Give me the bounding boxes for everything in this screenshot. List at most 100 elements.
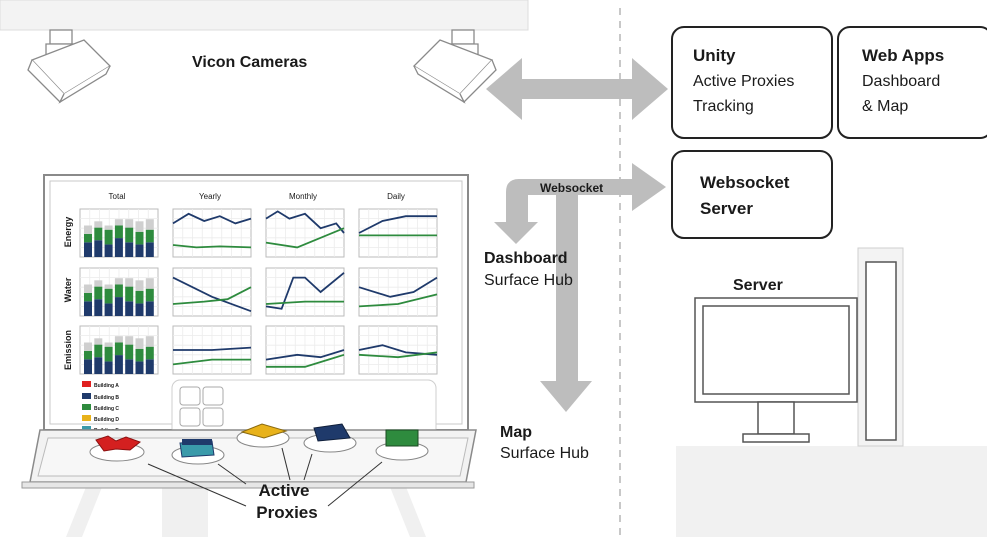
websocket-arrow-label: Websocket <box>540 181 603 195</box>
active-proxy-c <box>375 429 429 461</box>
chart-bar <box>104 342 113 347</box>
chart-bar <box>94 299 103 316</box>
vicon-cameras-label: Vicon Cameras <box>192 54 307 71</box>
chart-bar <box>135 280 144 291</box>
websocket-server-box <box>671 150 833 239</box>
chart-bar <box>114 297 123 316</box>
server-computer-icon <box>676 247 987 537</box>
dashboard-subtitle: Surface Hub <box>484 272 573 289</box>
active-proxy-a <box>89 435 145 462</box>
chart-line <box>172 212 252 225</box>
chart-bar <box>135 361 144 374</box>
legend-label-b: Building B <box>94 395 119 401</box>
websocket-server-line2: Server <box>700 199 753 218</box>
chart-bar <box>135 303 144 316</box>
legend-swatch-e <box>82 426 91 432</box>
unity-line2: Tracking <box>693 98 754 115</box>
chart-bar <box>94 280 103 287</box>
chart-bar <box>145 359 154 374</box>
chart-bar <box>125 278 134 287</box>
chart-bar <box>125 301 134 316</box>
chart-bar <box>145 336 154 347</box>
web-apps-line1: Dashboard <box>862 73 940 90</box>
chart-bar <box>135 231 144 245</box>
active-proxies-leader-lines <box>147 447 383 507</box>
chart-line <box>266 353 345 368</box>
legend-swatch-d <box>82 415 91 421</box>
active-proxy-d <box>236 423 290 448</box>
chart-bar <box>104 361 113 374</box>
chart-bar <box>104 303 113 316</box>
map-subtitle: Surface Hub <box>500 445 589 462</box>
chart-bar <box>135 338 144 349</box>
chart-bar <box>104 346 113 362</box>
active-proxy-b2 <box>303 423 357 453</box>
chart-bar <box>145 278 154 289</box>
chart-bar <box>84 342 92 351</box>
chart-bar <box>135 348 144 362</box>
chart-bar <box>84 292 92 302</box>
chart-bar <box>104 288 113 304</box>
chart-bar <box>114 355 123 374</box>
chart-bar <box>125 344 134 360</box>
dashboard-col-yearly: Yearly <box>199 192 221 201</box>
unity-title: Unity <box>693 46 736 65</box>
vicon-camera-right-icon <box>412 29 497 104</box>
chart-line <box>358 351 438 359</box>
chart-bar <box>114 219 123 226</box>
legend-label-c: Building C <box>94 406 119 412</box>
chart-bar <box>94 357 103 374</box>
web-apps-title: Web Apps <box>862 46 944 65</box>
cameras-unity-arrow <box>486 58 668 120</box>
chart-bar <box>135 290 144 304</box>
map-title: Map <box>500 424 532 441</box>
chart-bar <box>94 338 103 345</box>
active-proxies-line2: Proxies <box>256 503 317 522</box>
chart-bar <box>94 227 103 241</box>
chart-bar <box>145 229 154 243</box>
chart-bar <box>114 238 123 257</box>
chart-line <box>265 300 344 305</box>
chart-bar <box>125 286 134 302</box>
legend-label-a: Building A <box>94 383 119 389</box>
chart-line <box>172 276 252 313</box>
chart-bar <box>94 221 103 228</box>
dashboard-row-water: Water <box>63 277 73 302</box>
chart-bar <box>114 284 123 298</box>
dashboard-title: Dashboard <box>484 250 568 267</box>
active-proxy-b <box>171 439 225 465</box>
widget-tray <box>171 379 437 439</box>
chart-bar <box>125 227 134 243</box>
legend-label-d: Building D <box>94 417 119 423</box>
chart-bar <box>104 225 113 230</box>
chart-line <box>265 210 345 234</box>
chart-bar <box>94 240 103 257</box>
chart-bar <box>125 336 134 345</box>
chart-bar <box>145 242 154 257</box>
chart-bar <box>145 346 154 360</box>
websocket-arrows <box>494 163 666 412</box>
chart-bar <box>104 244 113 257</box>
chart-bar <box>114 342 123 356</box>
chart-bar <box>135 221 144 232</box>
chart-line <box>172 358 251 366</box>
chart-bar <box>94 344 103 358</box>
chart-bar <box>84 359 92 374</box>
chart-bar <box>94 286 103 300</box>
chart-line <box>173 346 252 351</box>
unity-line1: Active Proxies <box>693 73 794 90</box>
table-legs <box>66 482 426 537</box>
chart-bar <box>84 233 92 243</box>
chart-bar <box>125 359 134 374</box>
chart-bar <box>114 278 123 285</box>
chart-bar <box>145 219 154 230</box>
chart-bar <box>84 284 92 293</box>
chart-bar <box>145 288 154 302</box>
chart-line <box>265 227 345 249</box>
legend-swatch-a <box>82 381 91 387</box>
ceiling <box>0 0 529 31</box>
chart-bar <box>104 284 113 289</box>
chart-bar <box>125 242 134 257</box>
chart-bar <box>125 219 134 228</box>
